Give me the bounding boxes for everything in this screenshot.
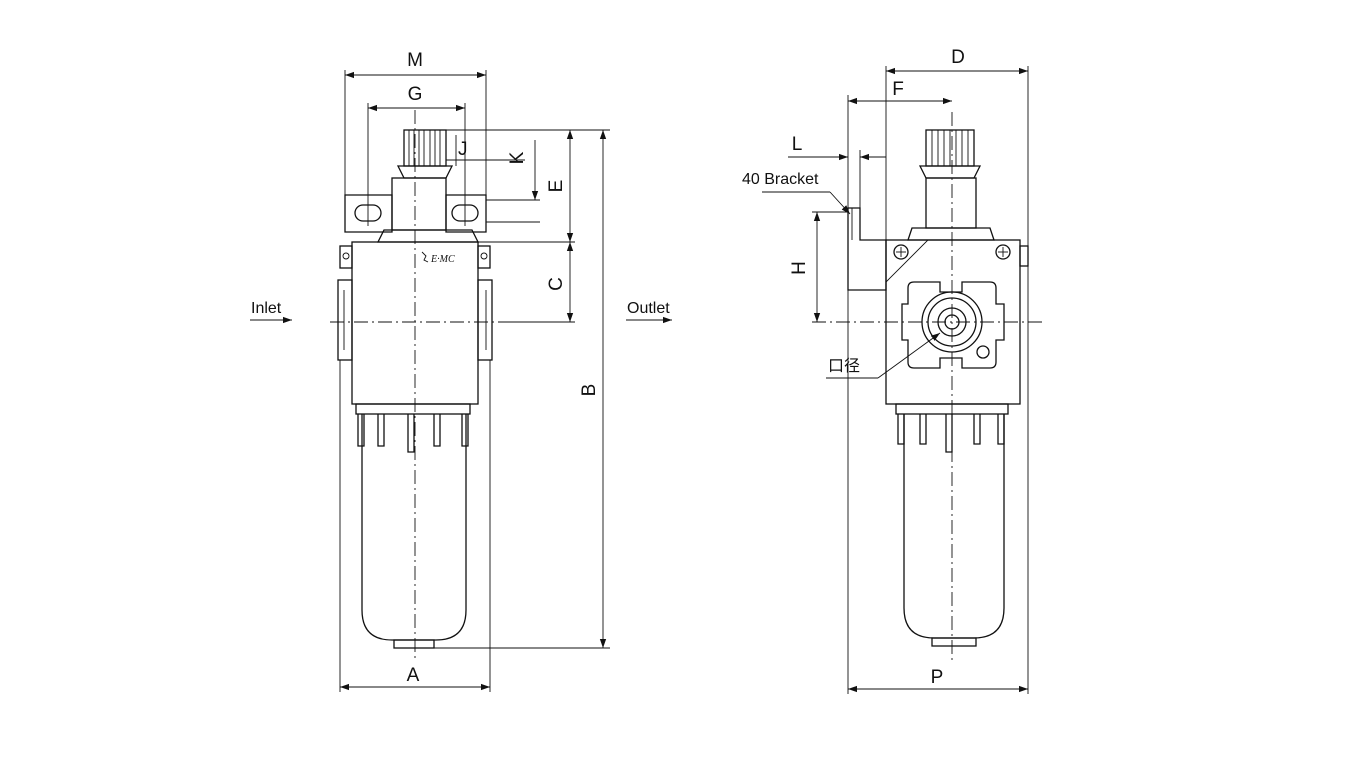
dim-label-p: P: [931, 667, 944, 688]
side-view: D F L 40 Bracket H 口径 P: [742, 47, 1044, 694]
side-bonnet: [925, 177, 977, 229]
dim-label-a: A: [407, 665, 420, 686]
front-knob: [396, 129, 454, 179]
dim-label-f: F: [892, 79, 904, 100]
dim-label-c: C: [546, 277, 567, 291]
dim-label-h: H: [789, 261, 810, 275]
front-bonnet: [391, 177, 447, 231]
brand-logo: E·MC: [430, 254, 455, 265]
dim-label-b: B: [579, 384, 600, 397]
side-drain: [931, 637, 977, 647]
front-view: E·MC M G J: [250, 50, 672, 692]
port-callout: 口径: [828, 357, 860, 375]
dim-label-m: M: [407, 50, 423, 71]
bracket-callout: 40 Bracket: [742, 171, 819, 188]
dim-label-e: E: [546, 180, 567, 193]
front-bowl-guard: [355, 403, 471, 453]
outlet-label: Outlet: [627, 300, 670, 317]
side-knob: [918, 129, 982, 179]
front-bracket: [344, 194, 487, 233]
brand-logo-icon: [421, 251, 429, 263]
dim-label-k: K: [507, 151, 528, 164]
side-ring: [907, 227, 995, 241]
dim-label-l: L: [792, 134, 803, 155]
front-drain: [393, 639, 435, 649]
side-bracket: [847, 207, 930, 291]
dim-label-g: G: [408, 84, 423, 105]
inlet-label: Inlet: [251, 300, 282, 317]
dim-label-d: D: [951, 47, 965, 68]
dim-label-j: J: [458, 139, 468, 160]
side-bowl: [903, 414, 1005, 639]
